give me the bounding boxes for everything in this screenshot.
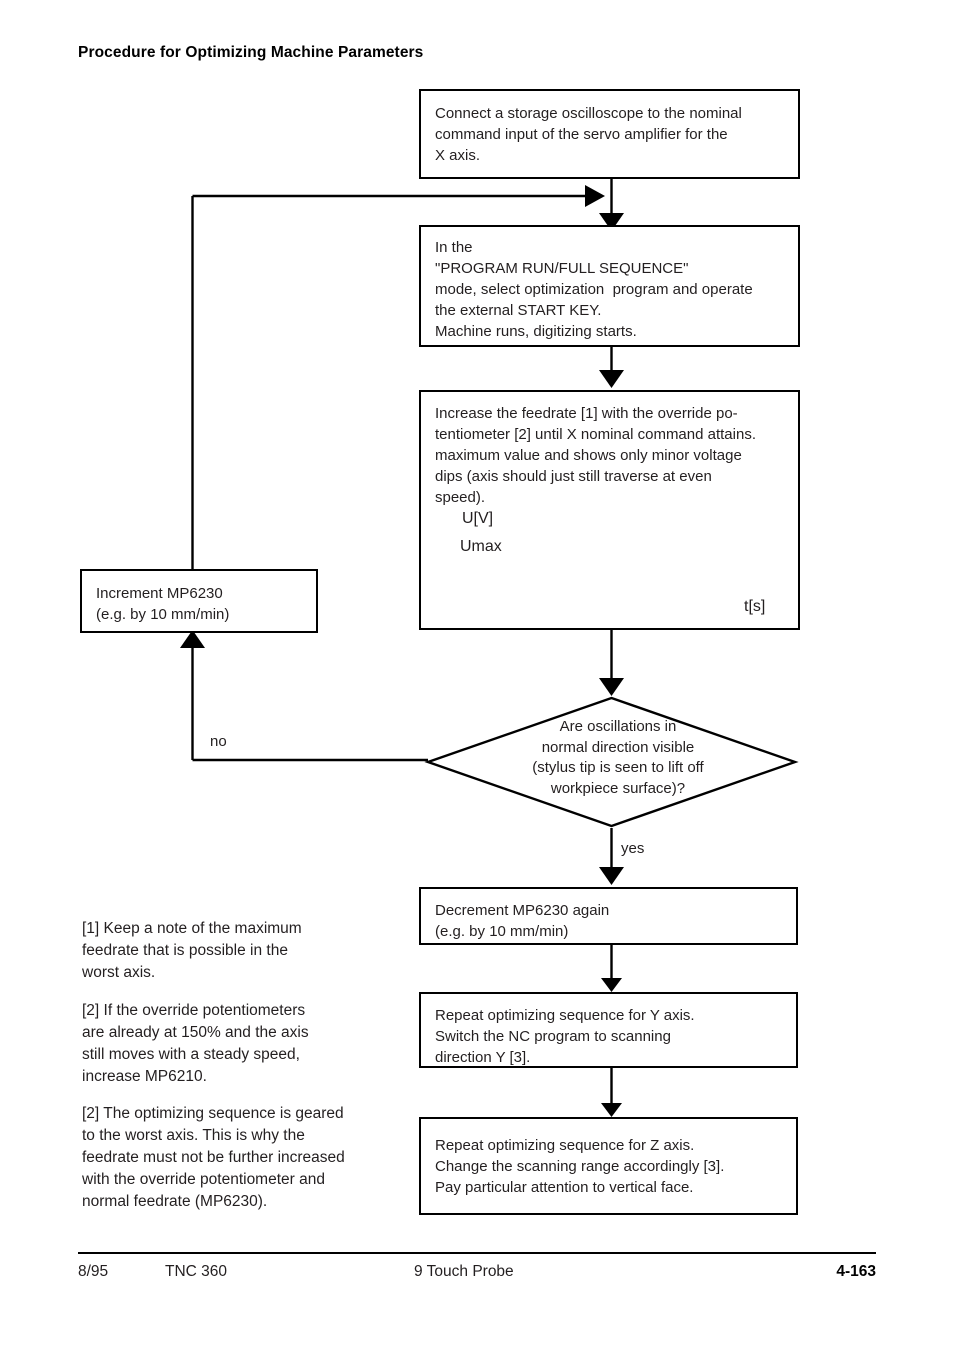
box-line: "PROGRAM RUN/FULL SEQUENCE" bbox=[435, 260, 689, 277]
box-line: mode, select optimization program and op… bbox=[435, 281, 753, 298]
decision-label: Are oscillations in normal direction vis… bbox=[450, 717, 786, 800]
footer-page-number: 4-163 bbox=[836, 1263, 876, 1280]
footnote-line: to the worst axis. This is why the bbox=[82, 1127, 305, 1144]
flow-box-connect-oscilloscope: Connect a storage oscilloscope to the no… bbox=[419, 89, 800, 179]
decision-line: normal direction visible bbox=[541, 738, 695, 756]
flow-box-program-run-mode: In the "PROGRAM RUN/FULL SEQUENCE" mode,… bbox=[419, 225, 800, 347]
footnote-line: [2] If the override potentiometers bbox=[82, 1002, 306, 1019]
footnote-line: with the override potentiometer and bbox=[82, 1171, 325, 1188]
footnote-line: [2] The optimizing sequence is geared bbox=[82, 1105, 344, 1122]
page-title: Procedure for Optimizing Machine Paramet… bbox=[78, 44, 424, 61]
footnote-line: normal feedrate (MP6230). bbox=[82, 1193, 268, 1210]
footnote-line: are already at 150% and the axis bbox=[82, 1024, 309, 1041]
branch-label-yes: yes bbox=[621, 840, 645, 857]
footnote-3: [2] The optimizing sequence is geared to… bbox=[82, 1103, 422, 1213]
footnote-line: increase MP6210. bbox=[82, 1068, 207, 1085]
box-line: Decrement MP6230 again bbox=[435, 902, 610, 919]
waveform-y-axis-label: U[V] bbox=[462, 510, 494, 527]
footnote-line: still moves with a steady speed, bbox=[82, 1046, 300, 1063]
flow-box-repeat-z-axis: Repeat optimizing sequence for Z axis. C… bbox=[419, 1117, 798, 1215]
decision-line: Are oscillations in bbox=[559, 718, 677, 735]
box-line: Connect a storage oscilloscope to the no… bbox=[435, 105, 742, 122]
box-line: In the bbox=[435, 239, 473, 256]
box-line: Increase the feedrate [1] with the overr… bbox=[435, 405, 738, 422]
box-line: (e.g. by 10 mm/min) bbox=[96, 606, 230, 623]
waveform-level-label: Umax bbox=[460, 538, 502, 555]
decision-line: workpiece surface)? bbox=[550, 780, 686, 798]
box-line: command input of the servo amplifier for… bbox=[435, 126, 728, 143]
box-line: Increment MP6230 bbox=[96, 585, 223, 602]
branch-label-no: no bbox=[210, 733, 227, 750]
waveform-x-axis-label: t[s] bbox=[744, 598, 766, 615]
flow-box-repeat-y-axis: Repeat optimizing sequence for Y axis. S… bbox=[419, 992, 798, 1068]
box-line: the external START KEY. bbox=[435, 302, 602, 319]
box-line: Switch the NC program to scanning bbox=[435, 1028, 671, 1045]
box-line: speed). bbox=[435, 489, 486, 506]
footer-date: 8/95 bbox=[78, 1263, 109, 1280]
footer-divider bbox=[78, 1252, 876, 1254]
footnote-line: feedrate must not be further increased bbox=[82, 1149, 345, 1166]
decision-line: (stylus tip is seen to lift off bbox=[532, 759, 704, 777]
box-line: dips (axis should just still traverse at… bbox=[435, 468, 712, 485]
box-line: Repeat optimizing sequence for Z axis. bbox=[435, 1137, 695, 1154]
box-line: (e.g. by 10 mm/min) bbox=[435, 923, 569, 940]
footnote-line: worst axis. bbox=[82, 964, 156, 981]
footer-product-name: TNC 360 bbox=[165, 1263, 228, 1280]
footnote-line: [1] Keep a note of the maximum bbox=[82, 920, 302, 937]
box-line: direction Y [3]. bbox=[435, 1049, 531, 1066]
footnote-1: [1] Keep a note of the maximum feedrate … bbox=[82, 918, 422, 984]
box-line: Machine runs, digitizing starts. bbox=[435, 323, 637, 340]
box-line: maximum value and shows only minor volta… bbox=[435, 447, 742, 464]
footnote-2: [2] If the override potentiometers are a… bbox=[82, 1000, 422, 1088]
flow-box-decrement-mp6230: Decrement MP6230 again (e.g. by 10 mm/mi… bbox=[419, 887, 798, 945]
flow-box-increment-mp6230: Increment MP6230 (e.g. by 10 mm/min) bbox=[80, 569, 318, 633]
footnote-line: feedrate that is possible in the bbox=[82, 942, 288, 959]
box-line: Change the scanning range accordingly [3… bbox=[435, 1158, 725, 1175]
box-line: Pay particular attention to vertical fac… bbox=[435, 1179, 694, 1196]
box-line: tentiometer [2] until X nominal command … bbox=[435, 426, 756, 443]
footer-chapter: 9 Touch Probe bbox=[414, 1263, 514, 1280]
box-line: X axis. bbox=[435, 147, 481, 164]
box-line: Repeat optimizing sequence for Y axis. bbox=[435, 1007, 695, 1024]
flow-box-increase-feedrate: Increase the feedrate [1] with the overr… bbox=[419, 390, 800, 630]
